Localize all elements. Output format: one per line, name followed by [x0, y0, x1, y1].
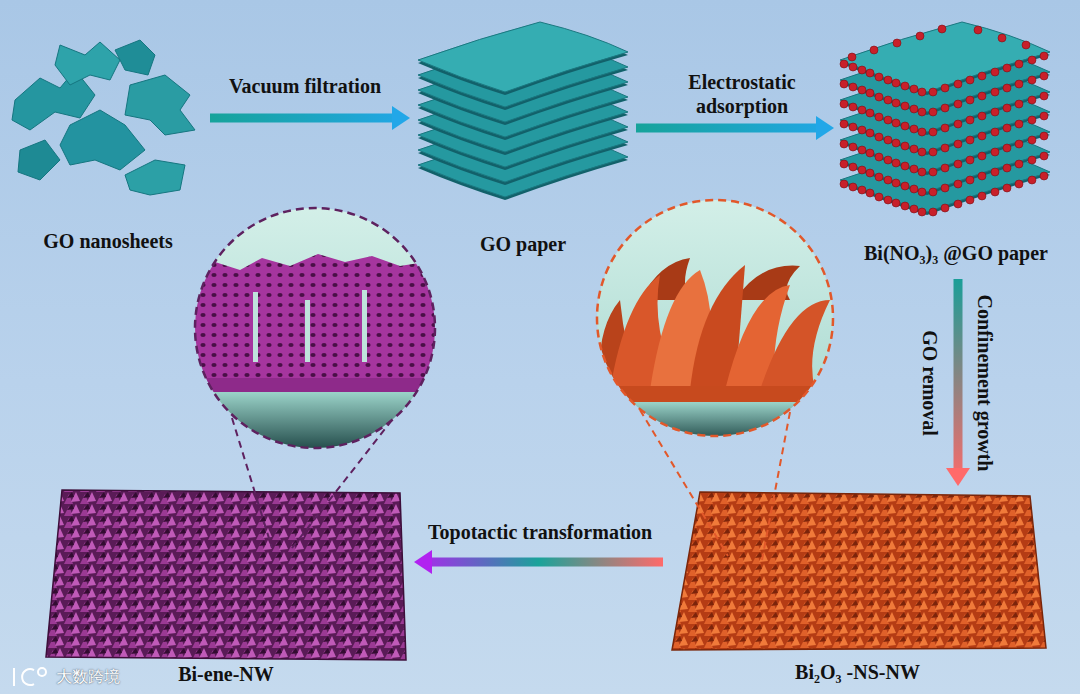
- arrow-shaft: [210, 114, 394, 123]
- stage-label: GO paper: [480, 232, 566, 256]
- substrate: [195, 378, 440, 392]
- process-arrow: [946, 279, 970, 486]
- stage-box: Bi₂O₃ -NS-NW: [665, 488, 1050, 686]
- logo-stroke: [13, 668, 15, 686]
- logo-stroke: [22, 669, 34, 685]
- wall-gap: [305, 300, 310, 362]
- process-arrow: [636, 116, 834, 140]
- zoom-circle: [195, 208, 435, 448]
- arrow-label: Electrostatic adsorption: [657, 70, 827, 118]
- stage-label: Bi₂O₃ -NS-NW: [795, 660, 920, 684]
- zoom-ground: [195, 392, 440, 452]
- process-arrow: [210, 106, 410, 130]
- ion-dots: [840, 52, 1048, 96]
- porous-walls: [195, 254, 440, 382]
- go-nanosheets-art: [12, 40, 195, 195]
- stage-box: Bi(NO₃)₃ @GO paper: [836, 12, 1076, 267]
- bi-ene-slab: [46, 490, 406, 660]
- arrow-head: [816, 116, 834, 140]
- arrow-label: Vacuum filtration: [229, 74, 381, 98]
- arrow-head: [392, 106, 410, 130]
- nanosheet: [18, 140, 60, 180]
- stage-label: Bi(NO₃)₃ @GO paper: [864, 241, 1048, 265]
- nanosheet: [60, 110, 145, 170]
- arrow-label: Confinement growth: [973, 295, 997, 472]
- arrow-head: [946, 468, 970, 486]
- watermark-logo: [14, 668, 46, 686]
- step-note: GO removal: [918, 330, 942, 436]
- logo-stroke: [38, 668, 46, 676]
- nanosheet-petal: [735, 266, 800, 300]
- arrow-shaft: [954, 279, 963, 470]
- sheet-layer: [840, 22, 1050, 92]
- stage-label: Bi-ene-NW: [178, 662, 274, 686]
- bi2o3-slab: [672, 492, 1046, 650]
- nanosheet: [125, 75, 195, 135]
- stage-box: GO nanosheets: [8, 35, 208, 255]
- arrow-shaft: [636, 124, 818, 133]
- wall-gap: [253, 292, 258, 362]
- arrow-head: [414, 550, 432, 574]
- watermark: 大数跨境: [56, 667, 120, 687]
- wall-gap: [362, 290, 367, 362]
- stage-label: GO nanosheets: [43, 229, 172, 253]
- stage-box: Bi-ene-NW: [40, 486, 412, 688]
- ion-dots: [848, 25, 1030, 61]
- bi2o3-zoom: [595, 198, 835, 442]
- leader-line: [762, 412, 790, 560]
- sheet-layer: [418, 22, 628, 92]
- bi-go-paper-stack: [840, 22, 1050, 216]
- nanosheet: [55, 42, 120, 85]
- go-paper-stack: [418, 22, 628, 200]
- nanosheet: [125, 160, 185, 195]
- arrow-shaft: [430, 558, 663, 567]
- stage-box: GO paper: [412, 12, 634, 258]
- nanosheet: [115, 40, 155, 75]
- arrow-label: Topotactic transformation: [428, 520, 652, 544]
- process-arrow: [414, 550, 663, 574]
- nanosheet-petal: [760, 300, 830, 390]
- zoom-circle: [597, 200, 833, 436]
- bi-ene-zoom: [195, 208, 440, 452]
